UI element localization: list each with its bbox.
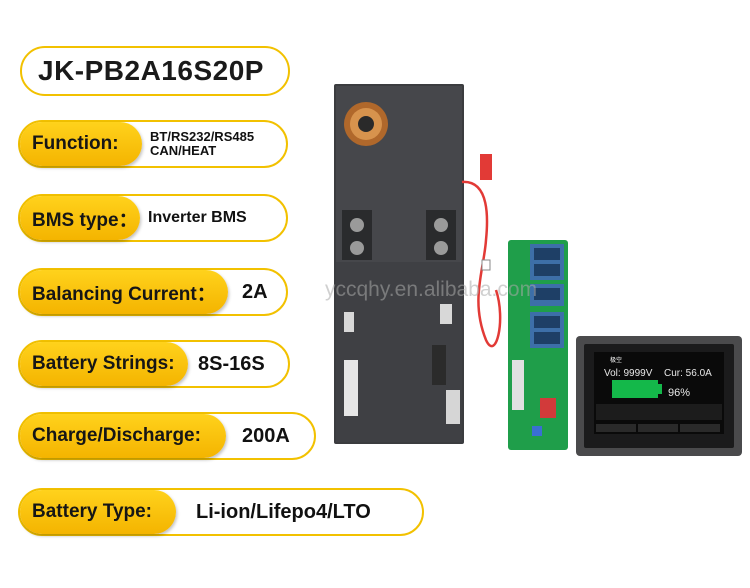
spec-label-battery-strings: Battery Strings: [20,342,188,386]
spec-label-charge-discharge: Charge/Discharge: [20,414,226,458]
inductor-coil-icon [344,102,388,146]
lcd-display-module: Vol: 9999V Cur: 56.0A 96% 极空 [576,336,742,456]
display-brand: 极空 [610,356,622,364]
spec-value-function: BT/RS232/RS485 CAN/HEAT [150,120,254,168]
spec-value-bms-type: Inverter BMS [148,209,247,226]
spec-value-battery-type: Li-ion/Lifepo4/LTO [196,500,371,523]
spec-label-function: Function: [20,122,142,166]
watermark: yccqhy.en.alibaba.com [325,278,538,301]
communication-adapter-board [508,240,568,450]
spec-label-battery-type: Battery Type: [20,490,176,534]
spec-value-balancing-current: 2A [242,280,268,303]
display-soc: 96% [668,387,690,399]
spec-label-balancing-current: Balancing Current： [20,270,228,314]
display-current: Cur: 56.0A [664,368,712,379]
spec-value-line1: BT/RS232/RS485 [150,129,255,144]
spec-value-line2: CAN/HEAT [150,143,217,158]
spec-value-charge-discharge: 200A [242,424,290,447]
bms-board [334,84,464,444]
spec-label-bms-type: BMS type： [20,196,140,240]
display-voltage: Vol: 9999V [604,368,653,379]
spec-value-battery-strings: 8S-16S [198,352,265,375]
product-title: JK-PB2A16S20P [20,46,290,96]
heat-wire [461,154,502,348]
